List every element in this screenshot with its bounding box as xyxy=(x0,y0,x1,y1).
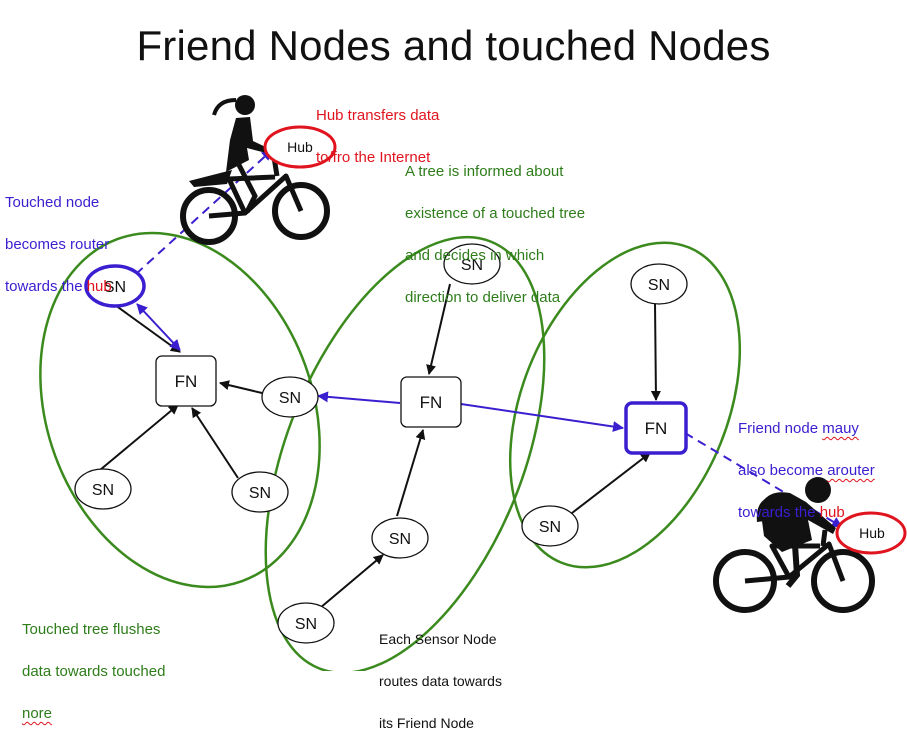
friend-node: FN xyxy=(400,376,462,428)
fn-label: FN xyxy=(645,419,668,438)
touched-node-note: Touched node becomes router towards the … xyxy=(5,194,112,295)
sn-label: SN xyxy=(648,277,670,294)
friend-node-router-note: Friend node mauy also become arouter tow… xyxy=(738,420,875,521)
flushes-note: Touched tree flushes data towards touche… xyxy=(22,621,166,722)
hub-transfers-note: Hub transfers data to/fro the Internet xyxy=(316,107,440,166)
hub-label: Hub xyxy=(859,525,885,541)
tree-informed-note: A tree is informed about existence of a … xyxy=(405,163,586,306)
sn-label: SN xyxy=(389,531,411,548)
sn-label: SN xyxy=(104,279,126,296)
cluster-left-ellipse xyxy=(39,231,321,589)
sn-label: SN xyxy=(249,485,271,502)
sensor-node: SN xyxy=(630,263,688,305)
sn-label: SN xyxy=(279,390,301,407)
fn-label: FN xyxy=(175,372,198,391)
hub-node-top: Hub xyxy=(263,125,337,169)
sensor-node: SN xyxy=(231,471,289,513)
sensor-node: SN xyxy=(443,243,501,285)
arrow-fn-to-touched-sn xyxy=(317,391,401,404)
arrow-sn-to-fn xyxy=(114,304,181,353)
each-sensor-note: Each Sensor Node routes data towards its… xyxy=(379,631,502,731)
sensor-node: SN xyxy=(261,376,319,418)
hub-label: Hub xyxy=(287,139,313,155)
sn-label: SN xyxy=(295,616,317,633)
arrow-sn-to-sn xyxy=(396,429,426,517)
friend-node-router: FN xyxy=(624,401,688,455)
arrow-sn-to-sn xyxy=(319,554,384,609)
arrow-touched-node-fn xyxy=(136,303,181,351)
sensor-node: SN xyxy=(371,517,429,559)
arrow-sn-to-fn xyxy=(571,452,651,514)
arrow-sn-to-fn xyxy=(650,302,661,401)
sensor-node: SN xyxy=(74,468,132,510)
friend-node: FN xyxy=(155,355,217,407)
sn-label: SN xyxy=(461,257,483,274)
bicycle-rider-backpack-icon xyxy=(713,477,875,613)
bicycle-rider-woman-icon xyxy=(180,95,330,245)
hub-node-bottom: Hub xyxy=(835,511,907,555)
slide-title: Friend Nodes and touched Nodes xyxy=(136,22,771,69)
dashed-link-to-hub xyxy=(135,149,273,275)
slide: Friend Nodes and touched Nodes xyxy=(5,22,907,731)
sensor-node-touched: SN xyxy=(84,264,146,308)
network-diagram: Hub Hub SN SN SN SN SN SN xyxy=(39,95,907,671)
arrow-sn-to-fn xyxy=(219,380,263,394)
sn-label: SN xyxy=(539,519,561,536)
fn-label: FN xyxy=(420,393,443,412)
arrow-sn-to-fn xyxy=(426,283,451,375)
cluster-right-ellipse xyxy=(508,241,742,569)
arrow-sn-to-fn xyxy=(99,404,179,471)
arrow-sn-to-fn xyxy=(191,407,239,479)
sn-label: SN xyxy=(92,482,114,499)
arrow-fn-to-friend-fn xyxy=(460,403,624,432)
sensor-node: SN xyxy=(521,505,579,547)
sensor-node: SN xyxy=(277,602,335,644)
